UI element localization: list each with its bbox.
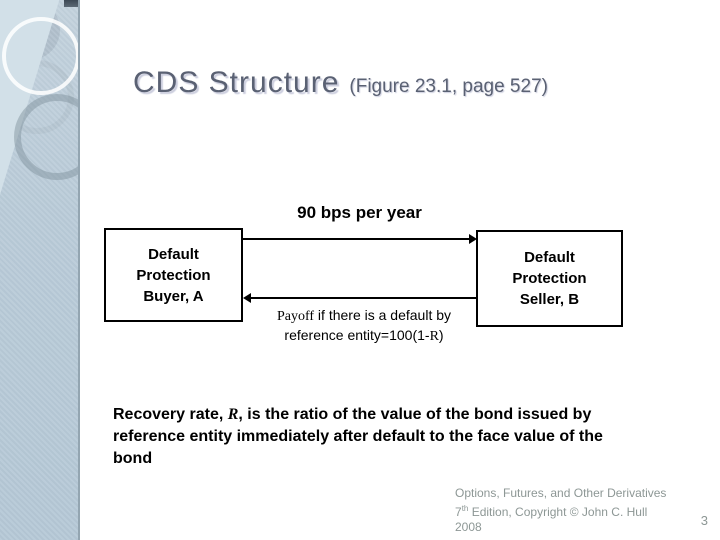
premium-arrow-line — [243, 238, 470, 240]
buyer-box-line: Default — [148, 245, 199, 263]
payoff-word: Payoff — [276, 309, 315, 324]
arrow-head-left-icon — [243, 293, 251, 303]
payoff-line2-pre: reference entity=100(1- — [284, 327, 430, 343]
body-text-post: , is the ratio of the value of the bond … — [113, 406, 603, 467]
sidebar-top-tab — [64, 0, 78, 7]
title-row: CDS Structure (Figure 23.1, page 527) — [133, 66, 548, 100]
gray-ring-icon — [14, 94, 78, 180]
footer-line2: 7th Edition, Copyright © John C. Hull — [455, 501, 675, 520]
sidebar-decoration — [0, 0, 80, 540]
payoff-r-variable: R — [429, 329, 439, 344]
page-title: CDS Structure — [133, 66, 340, 99]
buyer-box-line: Buyer, A — [143, 287, 204, 305]
seller-box-line: Seller, B — [519, 291, 580, 308]
payoff-label: Payoff if there is a default by referenc… — [248, 306, 480, 346]
footer-line1: Options, Futures, and Other Derivatives — [455, 486, 667, 500]
footer-edition-suffix: th — [461, 504, 469, 513]
footer-edition-number: 7 — [455, 505, 462, 519]
seller-box-line: Protection — [512, 270, 587, 287]
page-number: 3 — [700, 513, 708, 528]
seller-box: Default Protection Seller, B — [476, 230, 623, 327]
payoff-line1-rest: if there is a default by — [314, 307, 452, 323]
page-subtitle: (Figure 23.1, page 527) — [349, 76, 548, 97]
white-ring-icon — [2, 17, 78, 95]
footer-attribution: Options, Futures, and Other Derivatives … — [455, 486, 675, 535]
buyer-box: Default Protection Buyer, A — [104, 228, 243, 322]
payoff-line2-post: ) — [438, 327, 444, 343]
seller-box-line: Default — [524, 249, 575, 266]
payoff-arrow-line — [251, 297, 476, 299]
footer-line2-rest: Edition, Copyright © John C. Hull — [468, 505, 648, 519]
premium-label: 90 bps per year — [297, 203, 422, 222]
buyer-box-line: Protection — [136, 266, 211, 284]
arrow-head-right-icon — [469, 234, 477, 244]
body-text: Recovery rate, R, is the ratio of the va… — [113, 404, 618, 470]
recovery-rate-variable: R — [227, 406, 239, 423]
body-text-pre: Recovery rate, — [113, 406, 228, 423]
footer-line3: 2008 — [455, 520, 482, 534]
